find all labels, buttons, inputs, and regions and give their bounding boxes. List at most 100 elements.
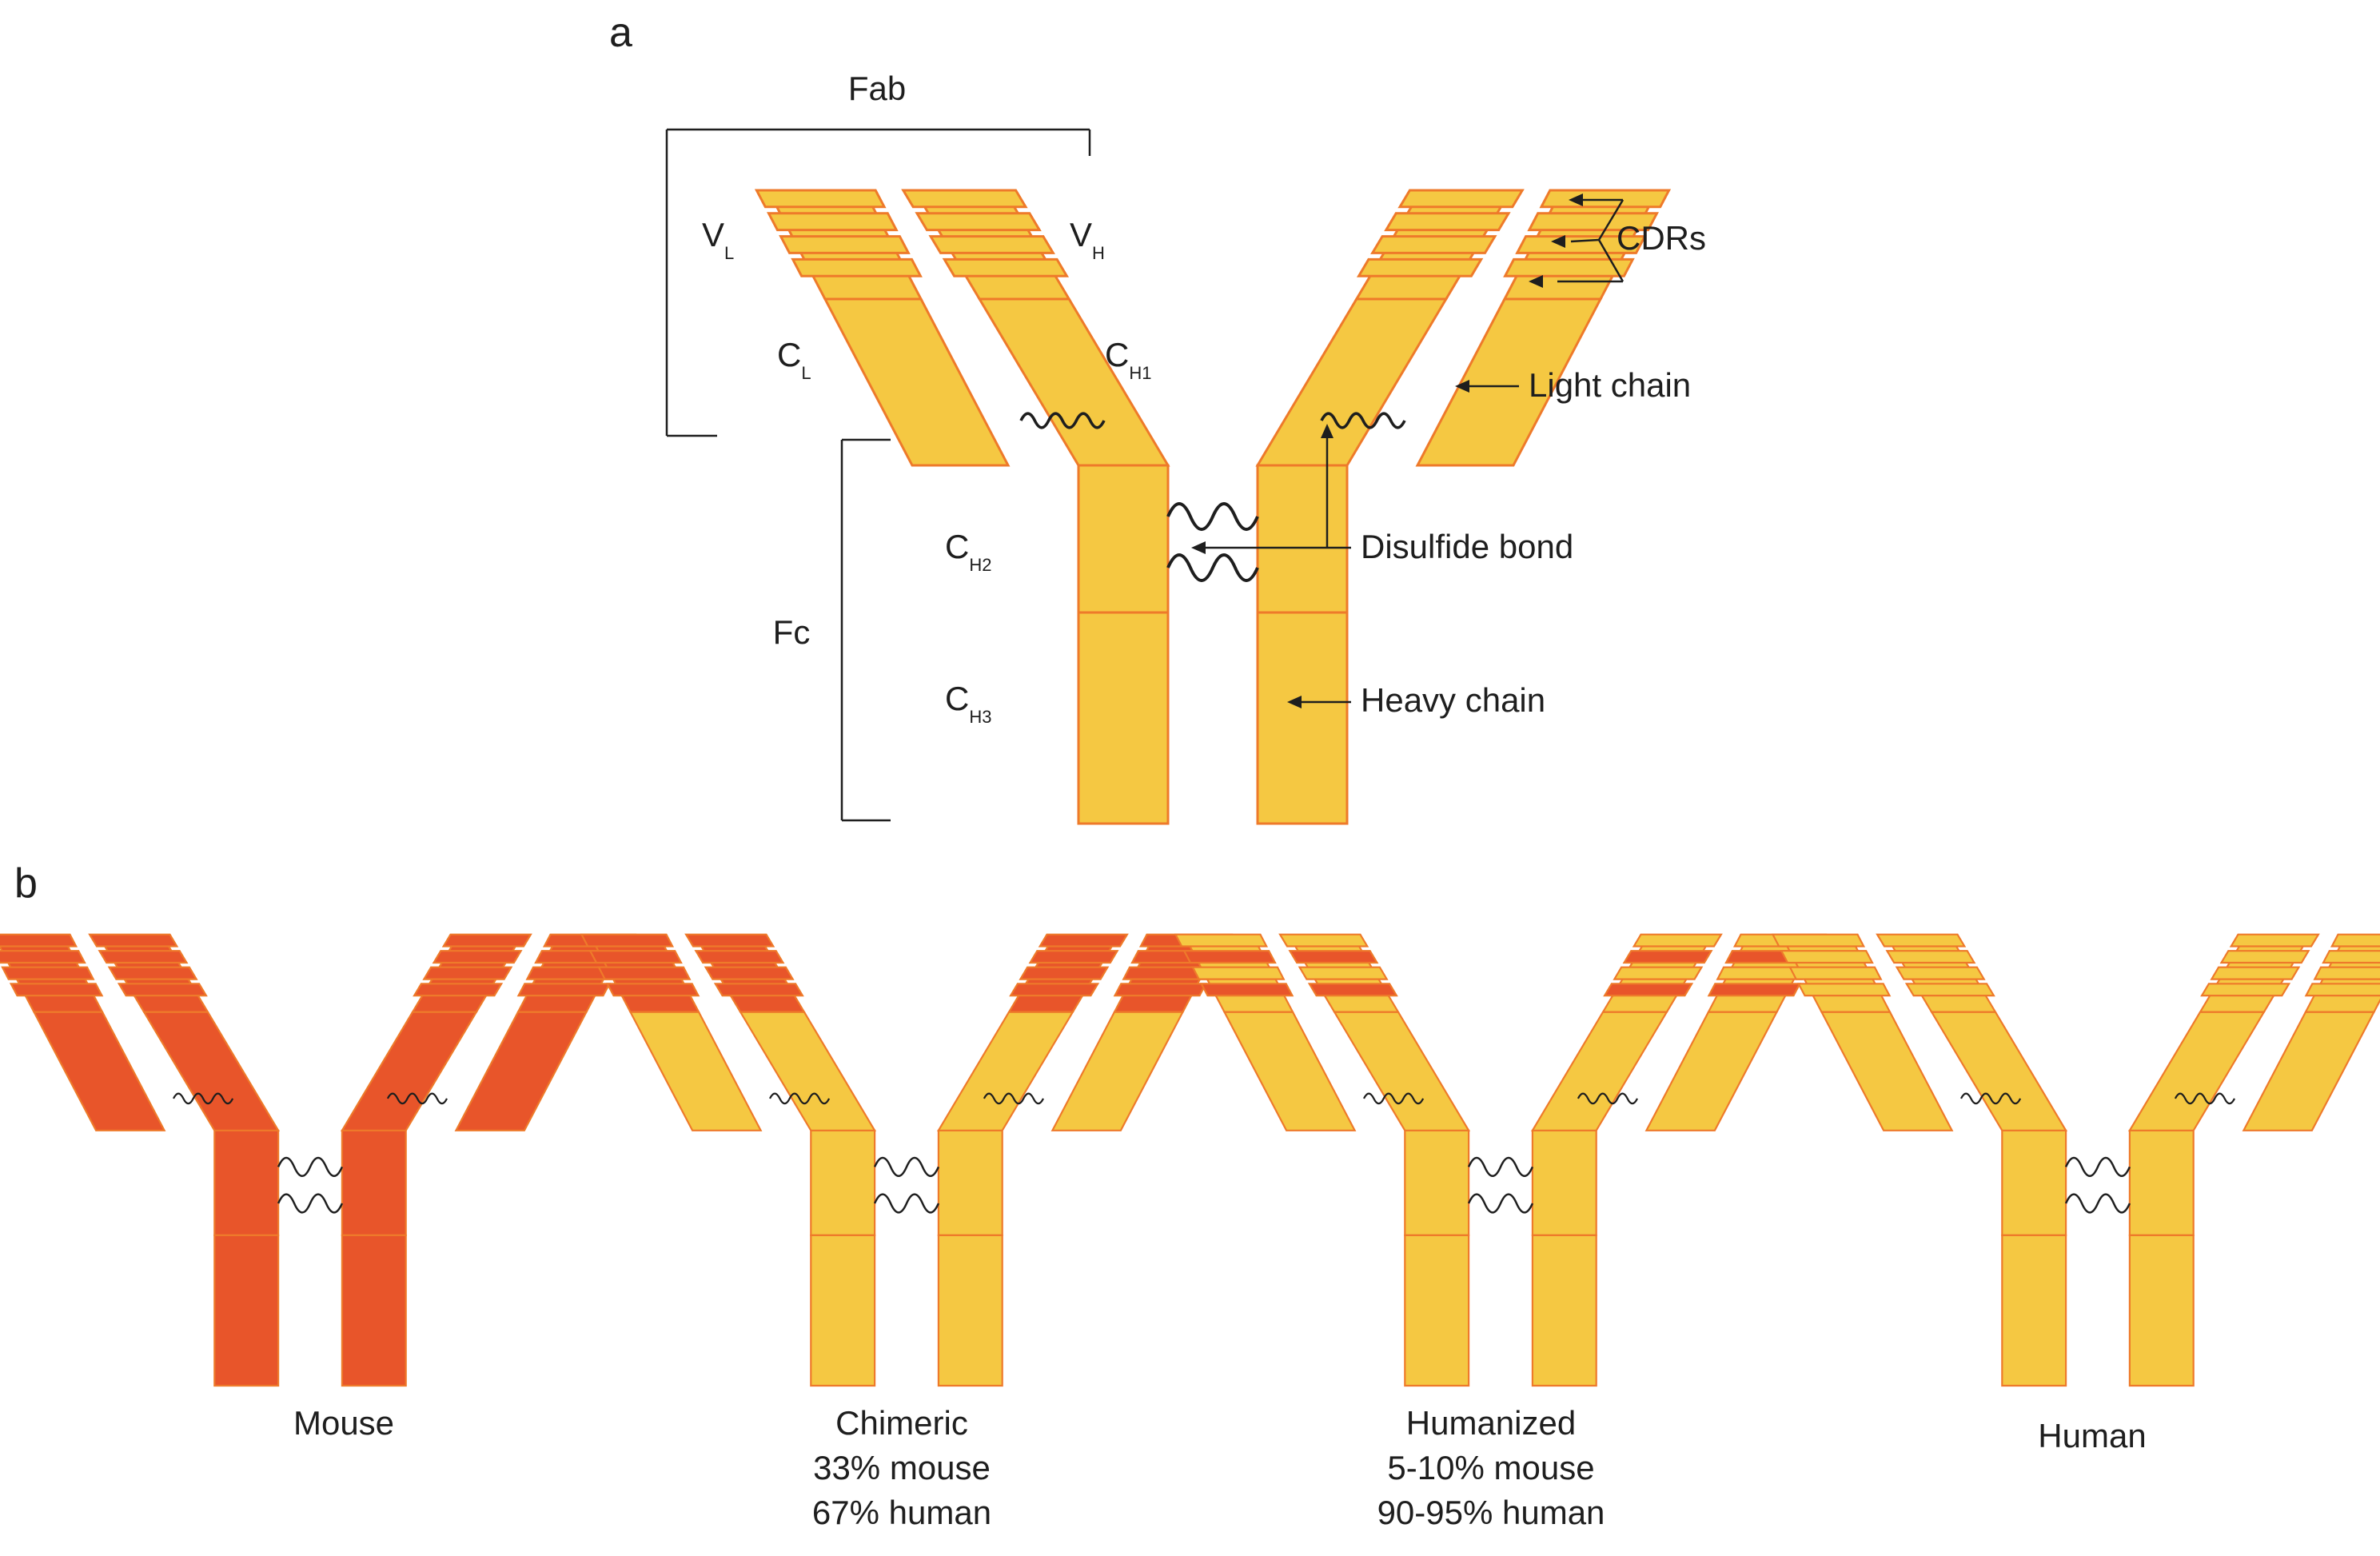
light-chain-arm-cdr-bar [1780, 950, 1874, 964]
heavy-chain-arm-constant-domain [1930, 1011, 2068, 1131]
disulfide-bond-wave [1320, 412, 1406, 429]
heavy-chain-ch2-domain [937, 1129, 1003, 1237]
heavy-chain-arm-cdr-bar [2210, 966, 2301, 980]
heavy-chain-arm-cdr-bar [88, 933, 179, 948]
mouse-caption: Mouse [293, 1404, 394, 1442]
heavy-chain-arm-cdr-bar [432, 950, 523, 964]
heavy-chain-label: Heavy chain [1361, 681, 1545, 719]
light-chain-arm-cdr-bar [2330, 933, 2380, 948]
heavy-chain-ch3-domain [1531, 1234, 1597, 1387]
light-chain-arm-constant-domain [1050, 1011, 1185, 1131]
cdr-arrow-3 [1529, 275, 1543, 288]
disulfide-bond-wave [172, 1092, 234, 1105]
disulfide-bond-wave [2064, 1156, 2131, 1178]
heavy-chain-arm-cdr-bar [1613, 966, 1704, 980]
heavy-chain-ch2-domain [2128, 1129, 2195, 1237]
disulfide-bond-wave [1362, 1092, 1425, 1105]
light-chain-arm-cdr-bar [791, 257, 923, 277]
fc-label: Fc [773, 613, 811, 651]
heavy-chain-ch3-domain [341, 1234, 407, 1387]
heavy-chain-arm-constant-domain [2127, 1011, 2266, 1131]
heavy-chain-arm-cdr-bar [915, 212, 1042, 232]
heavy-chain-arm-cdr-bar [1288, 950, 1379, 964]
heavy-chain-ch3-domain [810, 1234, 876, 1387]
disulfide-bond-wave [1577, 1092, 1639, 1105]
disulfide-bond-wave [386, 1092, 448, 1105]
chimeric-caption: Chimeric [835, 1404, 968, 1442]
panel-b-antibodies [0, 933, 2380, 1387]
ch1-label: CH1 [1105, 336, 1151, 383]
heavy-chain-arm-cdr-bar [1622, 950, 1713, 964]
heavy-chain-ch2-domain [1077, 464, 1170, 614]
heavy-chain-arm-cdr-bar [928, 235, 1055, 254]
heavy-chain-ch3-domain [1077, 611, 1170, 825]
light-chain-arm-constant-domain [628, 1011, 763, 1131]
heavy-chain-ch3-domain [1256, 611, 1349, 825]
heavy-chain-arm-constant-domain [1255, 297, 1449, 467]
disulfide-bond-wave [768, 1092, 831, 1105]
heavy-chain-arm-cdr-bar [1603, 983, 1694, 997]
light-chain-arm-cdr-bar [1515, 235, 1647, 254]
heavy-chain-arm-constant-domain [1530, 1011, 1668, 1131]
cdr-arrow-2 [1551, 235, 1565, 248]
disulfide-bond-label: Disulfide bond [1361, 528, 1573, 565]
disulfide-bond-wave [1467, 1193, 1534, 1214]
light-chain-arm-constant-domain [32, 1011, 166, 1131]
light-chain-arm-cdr-bar [1788, 966, 1883, 980]
disulfide-bond-wave [1467, 1156, 1534, 1178]
heavy-chain-arm-cdr-bar [1876, 933, 1967, 948]
light-chain-arm-cdr-bar [767, 212, 899, 232]
heavy-chain-arm-cdr-bar [98, 950, 189, 964]
heavy-chain-arm-cdr-bar [1019, 966, 1110, 980]
heavy-chain-ch2-domain [810, 1129, 876, 1237]
heavy-chain-arm-cdr-bar [1885, 950, 1976, 964]
cdr-leader-2 [1570, 238, 1600, 243]
heavy-chain-arm-cdr-bar [422, 966, 513, 980]
panel-a-annotations [665, 128, 1625, 822]
heavy-chain-arm-cdr-bar [1038, 933, 1129, 948]
chimeric-mouse-percent: 33% mouse [813, 1449, 991, 1486]
disulfide-bond-wave [1166, 553, 1259, 582]
heavy-chain-arm-cdr-bar [1370, 235, 1497, 254]
light-chain-arm-cdr-bar [1539, 189, 1672, 209]
heavy-chain-arm-cdr-bar [901, 189, 1028, 209]
heavy-chain-arm-constant-domain [1333, 1011, 1471, 1131]
disulfide-bond-wave [2064, 1193, 2131, 1214]
heavy-chain-arm-cdr-bar [694, 950, 785, 964]
light-chain-arm-cdr-bar [2322, 950, 2380, 964]
ch2-label: CH2 [945, 528, 991, 575]
heavy-chain-arrow [1287, 696, 1302, 708]
light-chain-arm-cdr-bar [516, 983, 612, 997]
humanized-caption: Humanized [1406, 1404, 1576, 1442]
heavy-chain-arm-cdr-bar [1895, 966, 1986, 980]
heavy-chain-ch2-domain [1531, 1129, 1597, 1237]
heavy-chain-arm-constant-domain [936, 1011, 1074, 1131]
heavy-chain-arm-constant-domain [739, 1011, 877, 1131]
light-chain-arm-constant-domain [1644, 1011, 1779, 1131]
disulfide-bond-wave [1019, 412, 1106, 429]
heavy-chain-arm-constant-domain [142, 1011, 281, 1131]
light-chain-arm-cdr-bar [779, 235, 911, 254]
cdr-arrow-1 [1569, 194, 1583, 206]
disulfide-arrow-2 [1321, 424, 1334, 438]
light-chain-arm-cdr-bar [580, 933, 675, 948]
heavy-chain-arm-cdr-bar [2200, 983, 2291, 997]
light-chain-arm-cdr-bar [9, 983, 104, 997]
light-chain-arm-cdr-bar [1191, 966, 1286, 980]
heavy-chain-ch3-domain [2001, 1234, 2067, 1387]
light-chain-arm-cdr-bar [1, 966, 95, 980]
heavy-chain-ch3-domain [1404, 1234, 1470, 1387]
light-chain-arm-cdr-bar [1771, 933, 1866, 948]
disulfide-bond-wave [873, 1156, 940, 1178]
fab-label: Fab [848, 70, 906, 107]
heavy-chain-ch2-domain [213, 1129, 280, 1237]
cdrs-label: CDRs [1617, 219, 1706, 257]
humanized-human-percent: 90-95% human [1377, 1494, 1605, 1531]
chimeric-human-percent: 67% human [812, 1494, 991, 1531]
light-chain-arm-cdr-bar [2304, 983, 2380, 997]
light-chain-arm-cdr-bar [1113, 983, 1208, 997]
light-chain-arm-cdr-bar [0, 950, 86, 964]
light-chain-arm-cdr-bar [605, 983, 700, 997]
heavy-chain-arm-cdr-bar [704, 966, 795, 980]
